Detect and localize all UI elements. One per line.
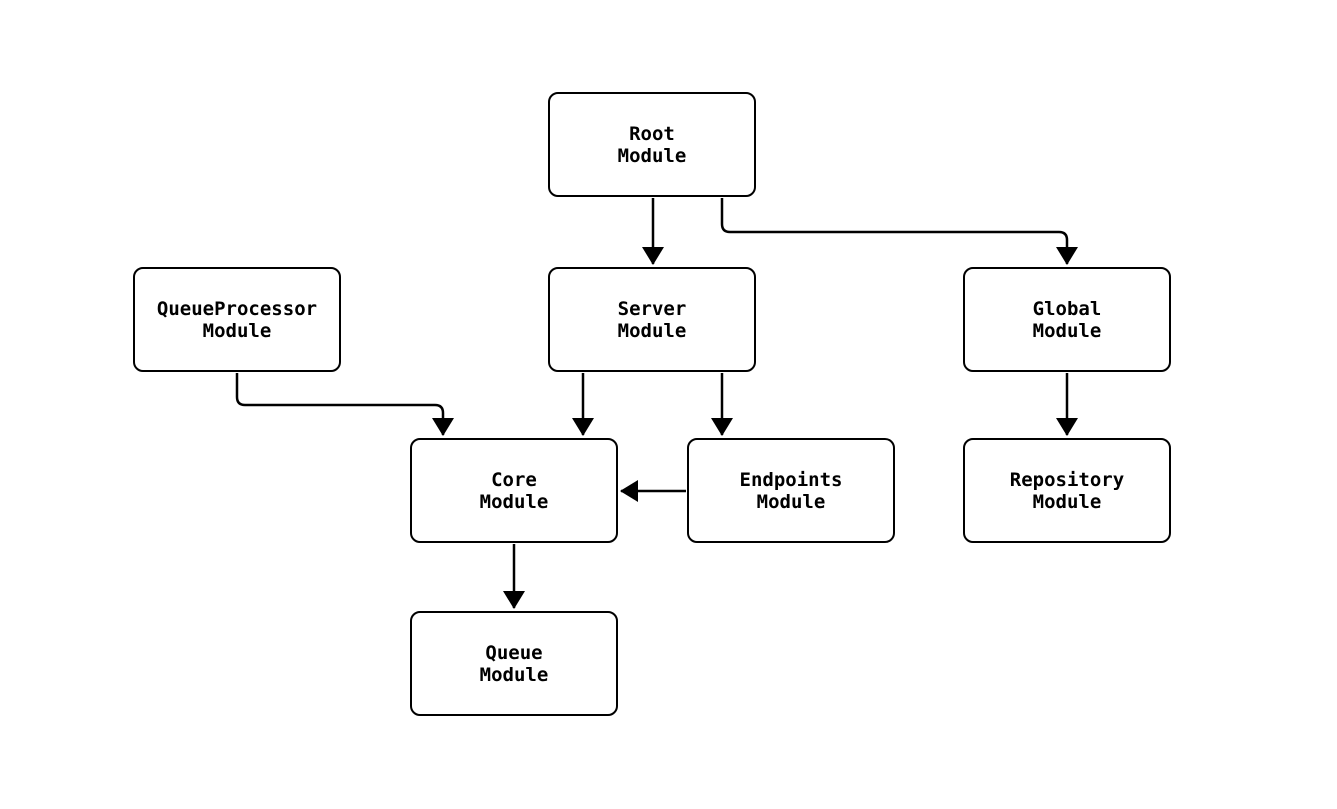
edge-root-global [720, 198, 1078, 265]
node-repository-module: Repository Module [963, 438, 1171, 543]
node-label-line1: Global [1032, 297, 1102, 320]
node-label-line1: Root [629, 122, 675, 145]
node-core-module: Core Module [410, 438, 618, 543]
node-label-line1: QueueProcessor [156, 297, 318, 320]
node-label-line2: Module [202, 319, 272, 342]
node-label-line2: Module [1032, 319, 1102, 342]
node-label-line1: Core [491, 468, 537, 491]
node-root-module: Root Module [548, 92, 756, 197]
node-server-module: Server Module [548, 267, 756, 372]
node-queueprocessor-module: QueueProcessor Module [133, 267, 341, 372]
node-queue-module: Queue Module [410, 611, 618, 716]
node-label-line1: Endpoints [739, 468, 843, 491]
node-label-line1: Repository [1009, 468, 1125, 491]
node-label-line2: Module [617, 144, 687, 167]
node-global-module: Global Module [963, 267, 1171, 372]
node-label-line1: Server [617, 297, 687, 320]
node-label-line1: Queue [485, 641, 543, 664]
node-label-line2: Module [1032, 490, 1102, 513]
node-label-line2: Module [479, 490, 549, 513]
edge-queueprocessor-core [235, 373, 454, 436]
node-endpoints-module: Endpoints Module [687, 438, 895, 543]
node-label-line2: Module [479, 663, 549, 686]
node-label-line2: Module [756, 490, 826, 513]
node-label-line2: Module [617, 319, 687, 342]
